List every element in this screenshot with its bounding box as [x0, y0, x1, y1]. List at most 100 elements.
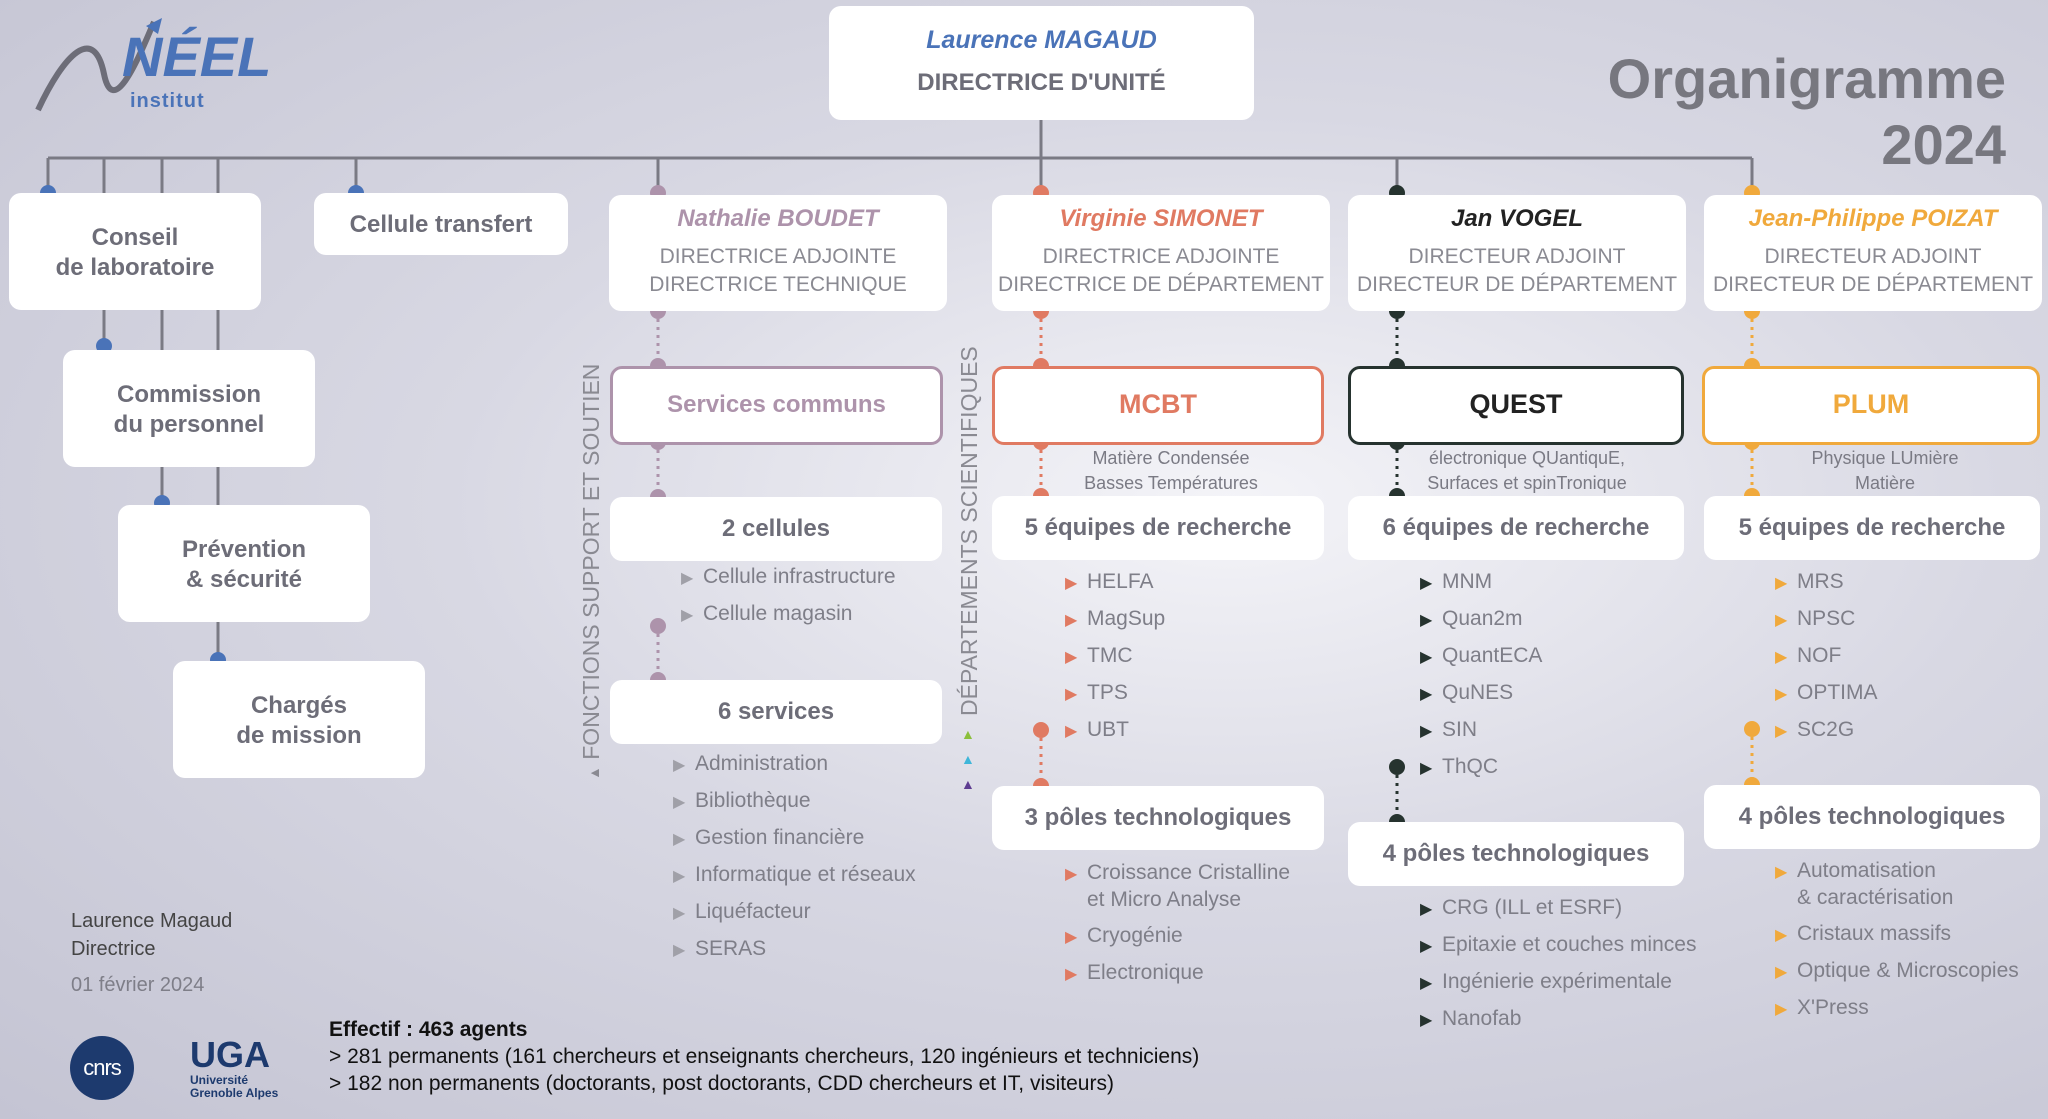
list-item: ▶Liquéfacteur [673, 894, 916, 931]
conseil-box: Conseil de laboratoire [9, 193, 261, 310]
triangle-bullet-icon: ▶ [1420, 938, 1433, 955]
list-item: ▶Cryogénie [1065, 918, 1290, 955]
list-item: ▶Informatique et réseaux [673, 857, 916, 894]
quest-sec1-list: ▶MNM▶Quan2m▶QuantECA▶QuNES▶SIN▶ThQC [1420, 564, 1542, 786]
triangle-bullet-icon: ▶ [1065, 612, 1078, 629]
triangle-bullet-icon: ▶ [673, 831, 686, 848]
plum-box: PLUM [1702, 366, 2040, 445]
logo-swoosh-icon [35, 18, 162, 112]
effectif-line1: > 281 permanents (161 chercheurs et ense… [329, 1045, 1200, 1068]
cnrs-logo: cnrs [70, 1036, 134, 1100]
plum-desc: Physique LUmière Matière [1811, 448, 1959, 493]
quest-sec2-list: ▶CRG (ILL et ESRF)▶Epitaxie et couches m… [1420, 890, 1696, 1038]
director-role: DIRECTRICE D'UNITÉ [917, 69, 1166, 96]
triangle-bullet-icon: ▶ [1065, 649, 1078, 666]
list-item: ▶Cellule infrastructure [681, 559, 896, 596]
triangle-bullet-icon: ▶ [1775, 964, 1788, 981]
list-item: ▶MRS [1775, 564, 1878, 601]
list-item: ▶Electronique [1065, 955, 1290, 992]
list-item: & caractérisation [1797, 886, 1954, 909]
signature-role: Directrice [71, 938, 156, 960]
triangle-green-icon: ▲ [961, 726, 975, 742]
triangle-bullet-icon: ▶ [1775, 927, 1788, 944]
list-item: ▶SC2G [1775, 712, 1878, 749]
mcbt-sec1-list: ▶HELFA▶MagSup▶TMC▶TPS▶UBT [1065, 564, 1165, 749]
prevention-box: Prévention & sécurité [118, 505, 370, 622]
triangle-bullet-icon: ▶ [1420, 649, 1433, 666]
boudet-sec2-list: ▶Administration▶Bibliothèque▶Gestion fin… [673, 746, 916, 968]
list-item: ▶Optique & Microscopies [1775, 953, 2019, 990]
list-item: ▶QuNES [1420, 675, 1542, 712]
quest-sec1-box: 6 équipes de recherche [1348, 496, 1684, 560]
triangle-bullet-icon: ▶ [673, 942, 686, 959]
plum-sec2-box: 4 pôles technologiques [1704, 785, 2040, 849]
triangle-bullet-icon: ▶ [673, 794, 686, 811]
list-item: ▶Epitaxie et couches minces [1420, 927, 1696, 964]
simonet-box: Virginie SIMONET DIRECTRICE ADJOINTE DIR… [992, 195, 1330, 311]
list-item: ▶Ingénierie expérimentale [1420, 964, 1696, 1001]
director-box: Laurence MAGAUD DIRECTRICE D'UNITÉ [829, 6, 1254, 120]
triangle-bullet-icon: ▶ [1420, 612, 1433, 629]
list-item: ▶OPTIMA [1775, 675, 1878, 712]
effectif-title: Effectif : 463 agents [329, 1018, 528, 1041]
list-item: ▶Cristaux massifs [1775, 916, 2019, 953]
plum-sec1-list: ▶MRS▶NPSC▶NOF▶OPTIMA▶SC2G [1775, 564, 1878, 749]
list-item: ▶UBT [1065, 712, 1165, 749]
list-item: ▶SERAS [673, 931, 916, 968]
triangle-bullet-icon: ▶ [1065, 929, 1078, 946]
boudet-box: Nathalie BOUDET DIRECTRICE ADJOINTE DIRE… [609, 195, 947, 311]
signature: Laurence Magaud Directrice 01 février 20… [71, 907, 232, 999]
mcbt-sec2-box: 3 pôles technologiques [992, 786, 1324, 850]
list-item: ▶ThQC [1420, 749, 1542, 786]
triangle-bullet-icon: ▶ [1775, 1001, 1788, 1018]
title-line1: Organigramme [1607, 47, 2006, 110]
quest-desc: électronique QUantiquE, Surfaces et spin… [1427, 448, 1627, 493]
list-item: ▶HELFA [1065, 564, 1165, 601]
triangle-bullet-icon: ▶ [1420, 1012, 1433, 1029]
support-triangle-icon: ▲ [586, 766, 602, 780]
triangle-bullet-icon: ▶ [1420, 575, 1433, 592]
list-item: ▶SIN [1420, 712, 1542, 749]
poizat-box: Jean-Philippe POIZAT DIRECTEUR ADJOINT D… [1704, 195, 2042, 311]
list-item: ▶NOF [1775, 638, 1878, 675]
quest-sec2-box: 4 pôles technologiques [1348, 822, 1684, 886]
triangle-purple-icon: ▲ [961, 776, 975, 792]
list-item: ▶Bibliothèque [673, 783, 916, 820]
list-item: ▶Gestion financière [673, 820, 916, 857]
list-item: ▶MNM [1420, 564, 1542, 601]
transfert-box: Cellule transfert [314, 193, 568, 255]
signature-date: 01 février 2024 [71, 974, 205, 996]
page-title: Organigramme 2024 [1608, 46, 2006, 178]
list-item: ▶MagSup [1065, 601, 1165, 638]
boudet-sec1-list: ▶Cellule infrastructure▶Cellule magasin [681, 559, 896, 633]
uga-logo: UGA Université Grenoble Alpes [190, 1034, 279, 1100]
list-item: ▶Administration [673, 746, 916, 783]
triangle-cyan-icon: ▲ [961, 751, 975, 767]
triangle-bullet-icon: ▶ [1420, 760, 1433, 777]
boudet-sec2-box: 6 services [610, 680, 942, 744]
logo-text: NÉEL [122, 25, 272, 88]
triangle-bullet-icon: ▶ [1420, 975, 1433, 992]
triangle-bullet-icon: ▶ [1775, 864, 1788, 881]
plum-sec1-box: 5 équipes de recherche [1704, 496, 2040, 560]
mcbt-desc: Matière Condensée Basses Températures [1084, 448, 1258, 493]
mcbt-box: MCBT [992, 366, 1324, 445]
list-item: ▶Nanofab [1420, 1001, 1696, 1038]
director-name: Laurence MAGAUD [926, 26, 1157, 54]
signature-name: Laurence Magaud [71, 910, 233, 932]
list-item: ▶Cellule magasin [681, 596, 896, 633]
triangle-bullet-icon: ▶ [1065, 686, 1078, 703]
triangle-bullet-icon: ▶ [1420, 723, 1433, 740]
triangle-bullet-icon: ▶ [673, 757, 686, 774]
commission-box: Commission du personnel [63, 350, 315, 467]
quest-box: QUEST [1348, 366, 1684, 445]
list-item: ▶NPSC [1775, 601, 1878, 638]
triangle-bullet-icon: ▶ [1065, 575, 1078, 592]
triangle-bullet-icon: ▶ [673, 905, 686, 922]
charges-box: Chargés de mission [173, 661, 425, 778]
effectif: Effectif : 463 agents > 281 permanents (… [329, 1016, 1199, 1097]
list-item: ▶X'Press [1775, 990, 2019, 1027]
list-item: ▶QuantECA [1420, 638, 1542, 675]
triangle-bullet-icon: ▶ [1420, 686, 1433, 703]
